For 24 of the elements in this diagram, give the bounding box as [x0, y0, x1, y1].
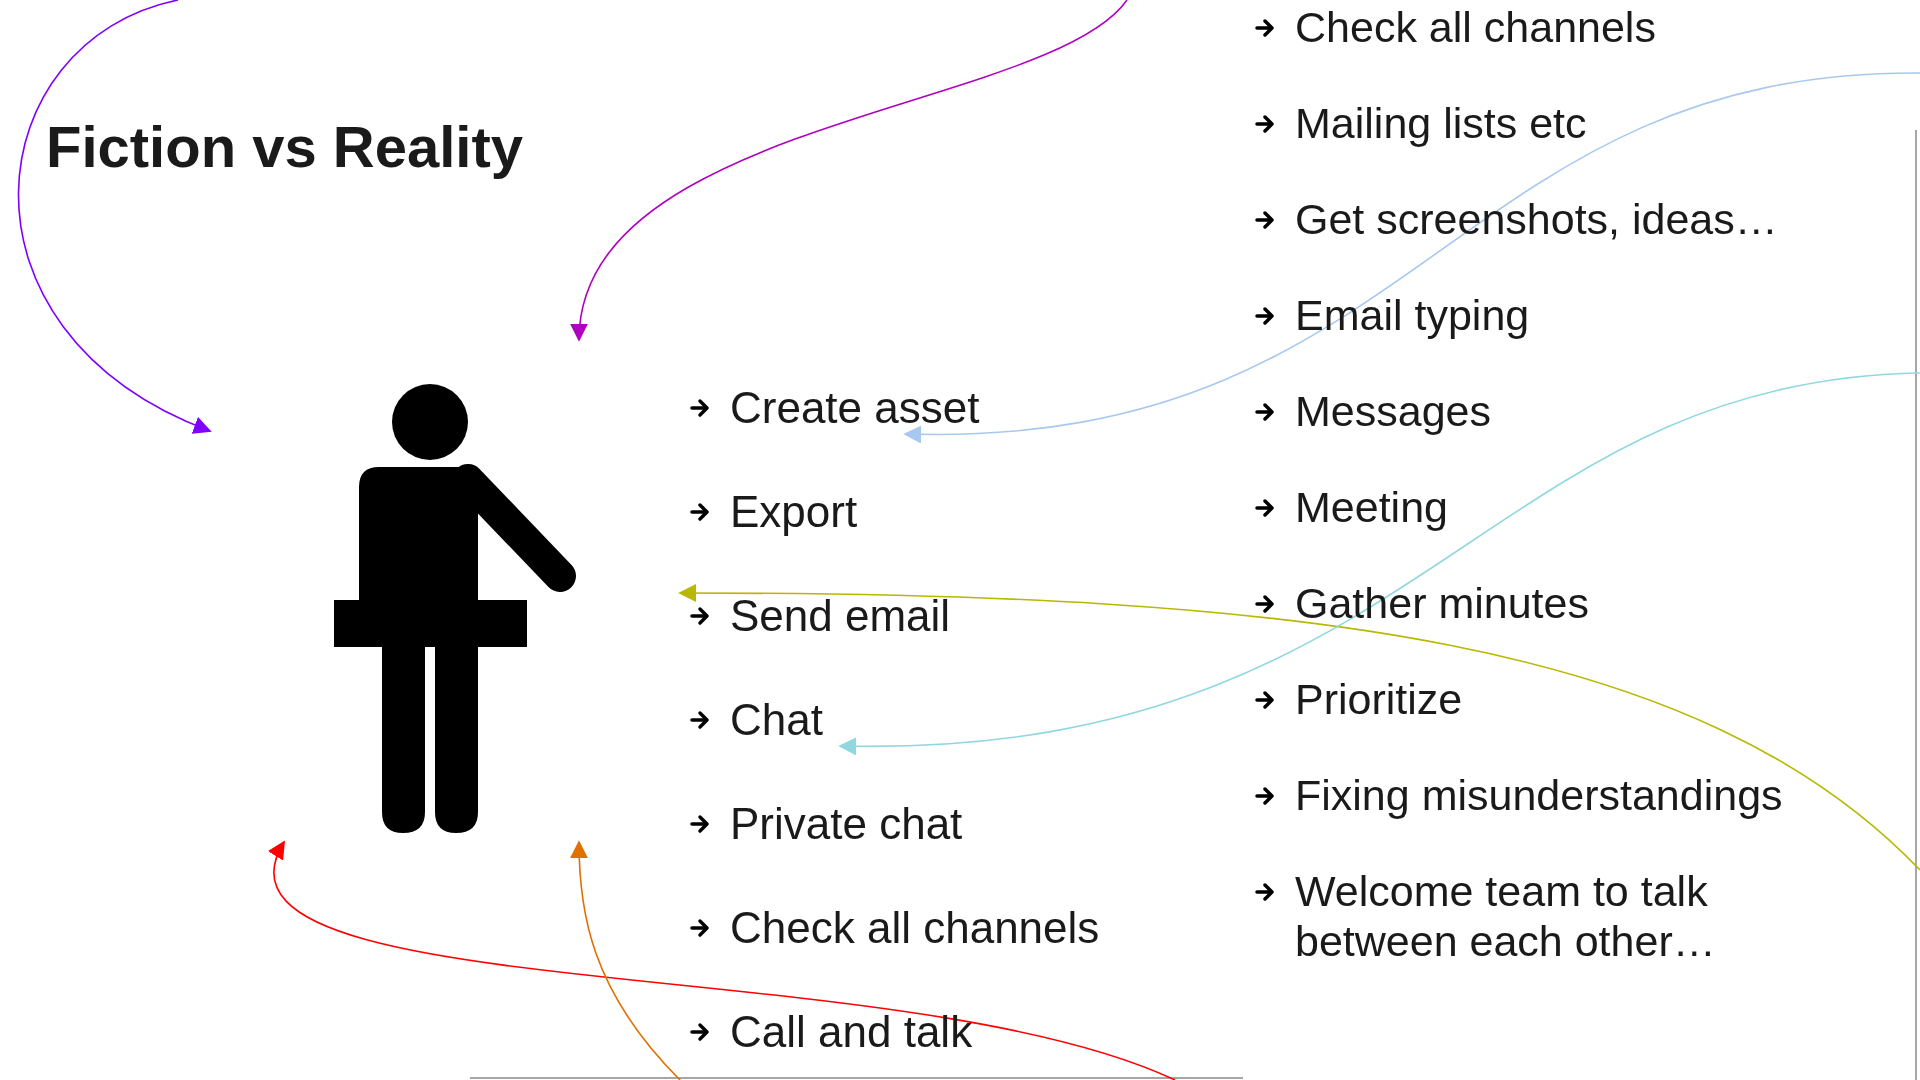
- list-item-text: Messages: [1295, 386, 1491, 436]
- list-item-text: Send email: [730, 590, 951, 642]
- list-item-text: Mailing lists etc: [1295, 98, 1587, 148]
- list-item-text: Check all channels: [1295, 2, 1656, 52]
- list-item-text: Prioritize: [1295, 674, 1463, 724]
- curved-arrow: [903, 72, 1920, 443]
- list-item-text: Chat: [730, 694, 823, 746]
- curved-arrow: [271, 840, 1176, 1080]
- list-item-text: Export: [730, 486, 858, 538]
- list-item-text: Call and talk: [730, 1006, 973, 1058]
- list-item-text: Get screenshots, ideas…: [1295, 194, 1778, 244]
- list-item-text: Gather minutes: [1295, 578, 1589, 628]
- curved-arrow: [570, 840, 681, 1080]
- list-item-text: Email typing: [1295, 290, 1530, 340]
- list-item-text: Meeting: [1295, 482, 1448, 532]
- curved-arrow: [678, 584, 1920, 871]
- curved-arrow: [838, 372, 1920, 755]
- list-item-text: Welcome team to talk between each other…: [1295, 866, 1717, 966]
- list-item-text: Fixing misunderstandings: [1295, 770, 1783, 820]
- list-item-text: Create asset: [730, 382, 980, 434]
- list-item-text: Private chat: [730, 798, 963, 850]
- list-item-text: Check all channels: [730, 902, 1100, 954]
- curved-arrow: [17, 0, 212, 433]
- curved-arrow: [573, 0, 1128, 342]
